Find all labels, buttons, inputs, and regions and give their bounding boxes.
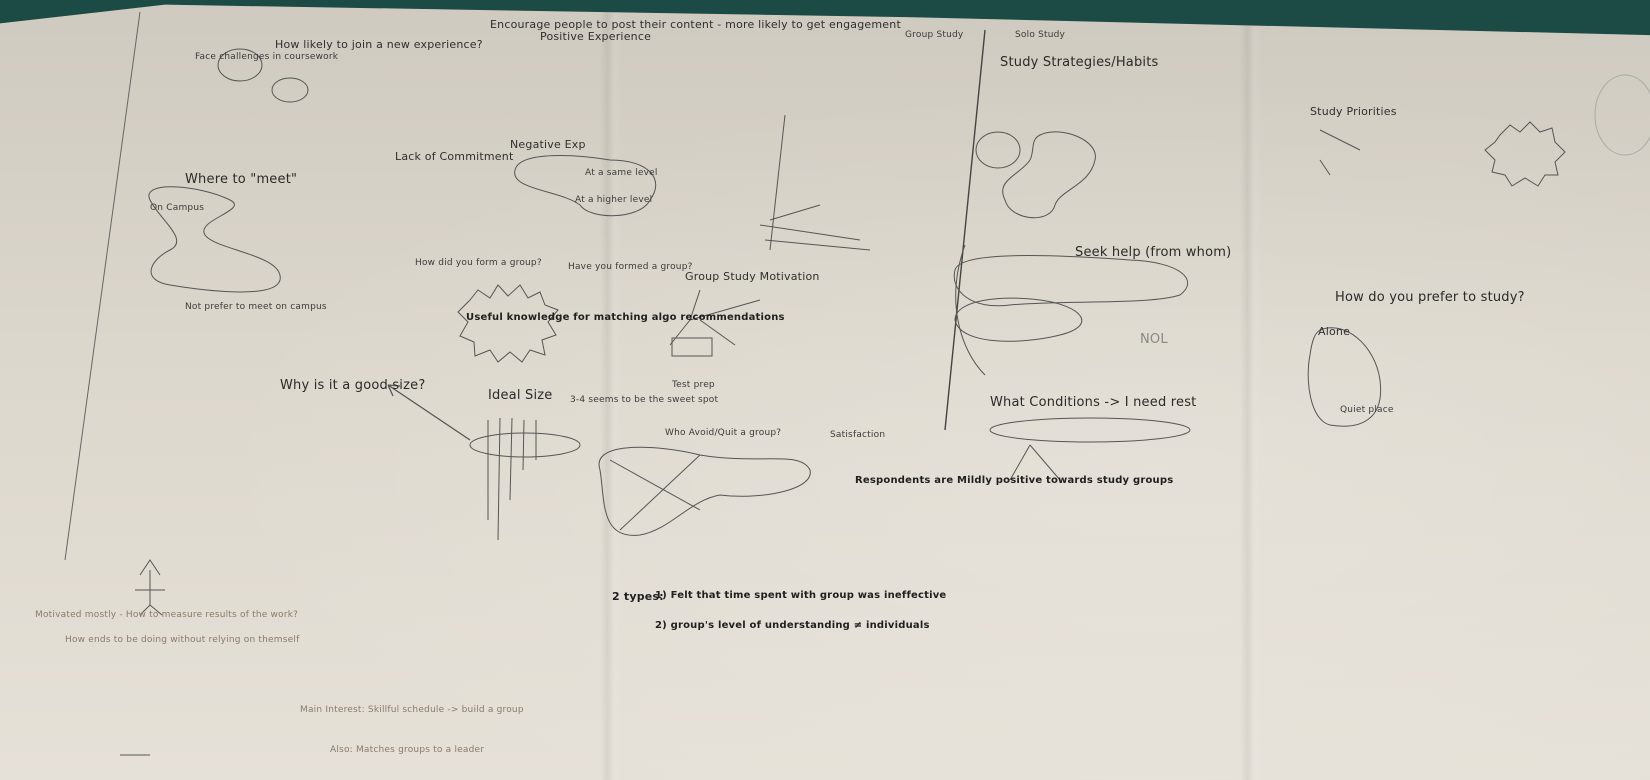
lack-commitment-note: Lack of Commitment: [395, 150, 514, 163]
strategies-cluster: [1002, 131, 1096, 219]
edge-sketch: [1594, 74, 1650, 156]
tally-marks: [487, 417, 537, 541]
useful-knowledge-burst: [457, 284, 559, 363]
paper-fold: [1240, 4, 1262, 780]
red-note-2: How ends to be doing without relying on …: [65, 635, 300, 645]
right-divider-line: [944, 29, 986, 431]
negative-exp-heading: Negative Exp: [510, 138, 586, 151]
arrow-to-why: [387, 384, 471, 441]
red-note-4: Also: Matches groups to a leader: [330, 745, 485, 755]
strategies-circle: [975, 131, 1021, 169]
ideal-size-oval: [469, 432, 581, 458]
how-form-note: Have you formed a group?: [568, 262, 693, 272]
on-campus-note: On Campus: [150, 203, 205, 213]
seek-help-cluster: [953, 255, 1189, 307]
top-title-note: Encourage people to post their content -…: [490, 18, 901, 31]
where-to-meet-heading: Where to "meet": [185, 172, 298, 187]
challenge-note: Face challenges in coursework: [195, 52, 339, 62]
challenge-circle: [217, 48, 263, 82]
ideal-size-heading: Ideal Size: [488, 388, 553, 403]
higher-level-note: At a higher level: [575, 195, 653, 205]
test-prep-note: Test prep: [672, 380, 715, 390]
respondents-note: Respondents are Mildly positive towards …: [855, 475, 1174, 486]
same-level-note: At a same level: [585, 168, 658, 178]
study-strategies-heading: Study Strategies/Habits: [1000, 55, 1159, 70]
left-divider-line: [64, 11, 141, 561]
group-study-motivation-heading: Group Study Motivation: [685, 270, 820, 283]
satisfaction-heading: Satisfaction: [830, 430, 886, 440]
avoid-cross-lines: [609, 454, 701, 531]
alone-note: Alone: [1318, 325, 1351, 338]
small-circle: [271, 77, 309, 103]
solo-study-label: Solo Study: [1015, 30, 1066, 40]
seek-help-cluster-2: [954, 297, 1083, 342]
red-note-3: Main Interest: Skillful schedule -> buil…: [300, 705, 524, 715]
not-prefer-campus-note: Not prefer to meet on campus: [185, 302, 327, 312]
why-good-size-heading: Why is it a good size?: [280, 378, 426, 393]
group-study-label: Group Study: [905, 30, 964, 40]
how-did-form-note: How did you form a group?: [415, 258, 542, 268]
nol-note: NOL: [1140, 332, 1168, 347]
motivation-box: [671, 337, 713, 357]
positive-experience-note: Positive Experience: [540, 30, 652, 43]
negative-exp-cluster: [514, 155, 657, 217]
satisfaction-lines: [759, 204, 871, 251]
seek-help-arc: [955, 244, 986, 376]
type-two-note: 2) group's level of understanding ≠ indi…: [655, 620, 930, 631]
priority-burst: [1484, 121, 1566, 187]
red-note-1: Motivated mostly - How to measure result…: [35, 610, 299, 620]
seek-help-heading: Seek help (from whom): [1075, 245, 1232, 260]
how-prefer-heading: How do you prefer to study?: [1335, 290, 1525, 305]
study-priorities-heading: Study Priorities: [1310, 105, 1397, 118]
paper-fold: [600, 4, 622, 780]
two-types-note: 2 types:: [612, 590, 664, 603]
how-likely-note: How likely to join a new experience?: [275, 38, 483, 51]
quiet-place-note: Quiet place: [1340, 405, 1394, 415]
who-avoid-note: Who Avoid/Quit a group?: [665, 428, 782, 438]
motivation-links: [669, 289, 761, 346]
avoid-cluster: [598, 446, 811, 536]
useful-knowledge-note: Useful knowledge for matching algo recom…: [466, 312, 785, 323]
conditions-oval: [989, 417, 1191, 443]
where-to-meet-cluster: [148, 186, 281, 293]
what-conditions-heading: What Conditions -> I need rest: [990, 395, 1197, 410]
priority-lines: [1319, 129, 1361, 176]
conditions-links: [1009, 444, 1061, 481]
stick-figure-icon: [135, 559, 165, 616]
sweet-spot-note: 3-4 seems to be the sweet spot: [570, 395, 719, 405]
alone-cluster: [1307, 327, 1382, 427]
type-one-note: 1) Felt that time spent with group was i…: [655, 590, 947, 601]
satisfaction-axis: [769, 114, 786, 251]
